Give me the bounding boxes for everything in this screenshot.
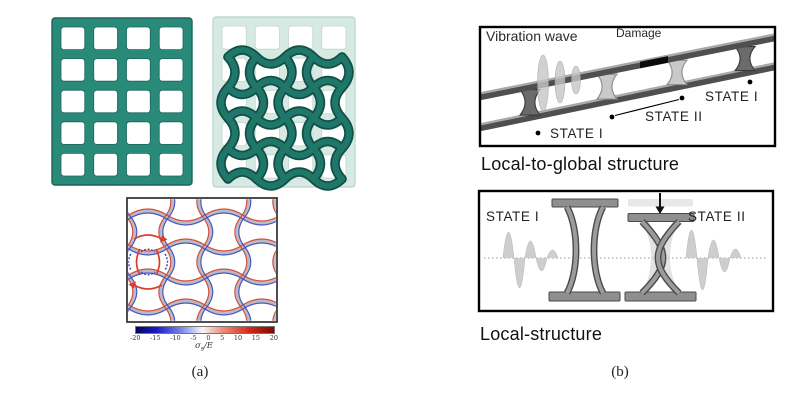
colorbar-tick: -15 — [150, 334, 161, 342]
regular-lattice — [51, 17, 193, 186]
colorbar-tick: -5 — [190, 334, 197, 342]
local-to-global-schematic — [478, 25, 777, 148]
local-structure-schematic — [477, 189, 775, 313]
waveform-right — [685, 230, 742, 291]
colorbar-ticks: -20 -15 -10 -5 0 5 10 15 20 — [130, 334, 278, 342]
local-structure-title: Local-structure — [480, 324, 603, 344]
hourglass-column — [733, 46, 757, 72]
colorbar-tick: -20 — [130, 334, 141, 342]
waveform-left — [502, 232, 559, 289]
state-marker-dot — [609, 114, 615, 120]
bottom-state1-label: STATE I — [486, 209, 540, 224]
state2-span-line — [614, 98, 680, 117]
state2-label: STATE II — [645, 109, 703, 124]
colorbar-tick: 15 — [251, 334, 261, 342]
colorbar-tick: 0 — [206, 334, 211, 342]
panel-b-graphics — [477, 25, 777, 313]
panel-a: -20 -15 -10 -5 0 5 10 15 20 σs/E (a) — [51, 16, 356, 380]
hourglass-column — [595, 73, 619, 100]
colorbar-gradient — [135, 326, 275, 334]
state1-bottom-plate — [548, 291, 621, 302]
local-to-global-title: Local-to-global structure — [481, 154, 680, 174]
state1-right-label: STATE I — [705, 89, 759, 104]
colorbar-tick: 20 — [269, 334, 278, 342]
buckled-lattice — [216, 45, 354, 191]
vibration-wave-lens — [554, 60, 566, 104]
bottom-rail — [481, 63, 774, 132]
sigma-subscript: s — [200, 345, 204, 353]
top-box-frame — [478, 25, 777, 148]
state-marker-dot — [679, 95, 685, 101]
bottom-box-frame — [477, 189, 775, 313]
colorbar-tick: -10 — [170, 334, 181, 342]
hourglass-column — [665, 59, 689, 86]
state2-bottom-plate — [624, 291, 697, 302]
hourglass-column — [518, 89, 542, 116]
state1-top-plate — [551, 198, 619, 208]
bottom-state2-label: STATE II — [688, 209, 746, 224]
colorbar-tick: 10 — [233, 334, 243, 342]
damage-label: Damage — [616, 26, 662, 40]
panel-a-graphics — [51, 16, 356, 323]
vibration-wave-lens — [537, 54, 549, 112]
colorbar-label: σs/E — [135, 341, 273, 353]
top-rail — [481, 34, 774, 101]
state2-top-plate — [627, 213, 695, 222]
stress-plot-frame — [126, 197, 278, 323]
vibration-wave-lens — [571, 65, 581, 95]
caption-a: (a) — [191, 364, 209, 380]
caption-b: (b) — [611, 364, 629, 380]
label-denominator: /E — [203, 341, 213, 351]
vibration-wave-label: Vibration wave — [486, 28, 578, 44]
state-marker-dot — [747, 79, 753, 85]
colorbar-tick: 5 — [220, 334, 225, 342]
panel-b: Vibration wave Damage STATE I STATE II S… — [440, 0, 800, 400]
damage-mark — [640, 56, 668, 69]
rotation-arrows — [128, 234, 169, 290]
sigma-symbol: σ — [195, 341, 201, 351]
down-arrow-head — [655, 206, 665, 214]
state-marker-dot — [535, 130, 541, 136]
stress-field-mesh — [128, 199, 276, 321]
state1-left-label: STATE I — [550, 126, 604, 141]
